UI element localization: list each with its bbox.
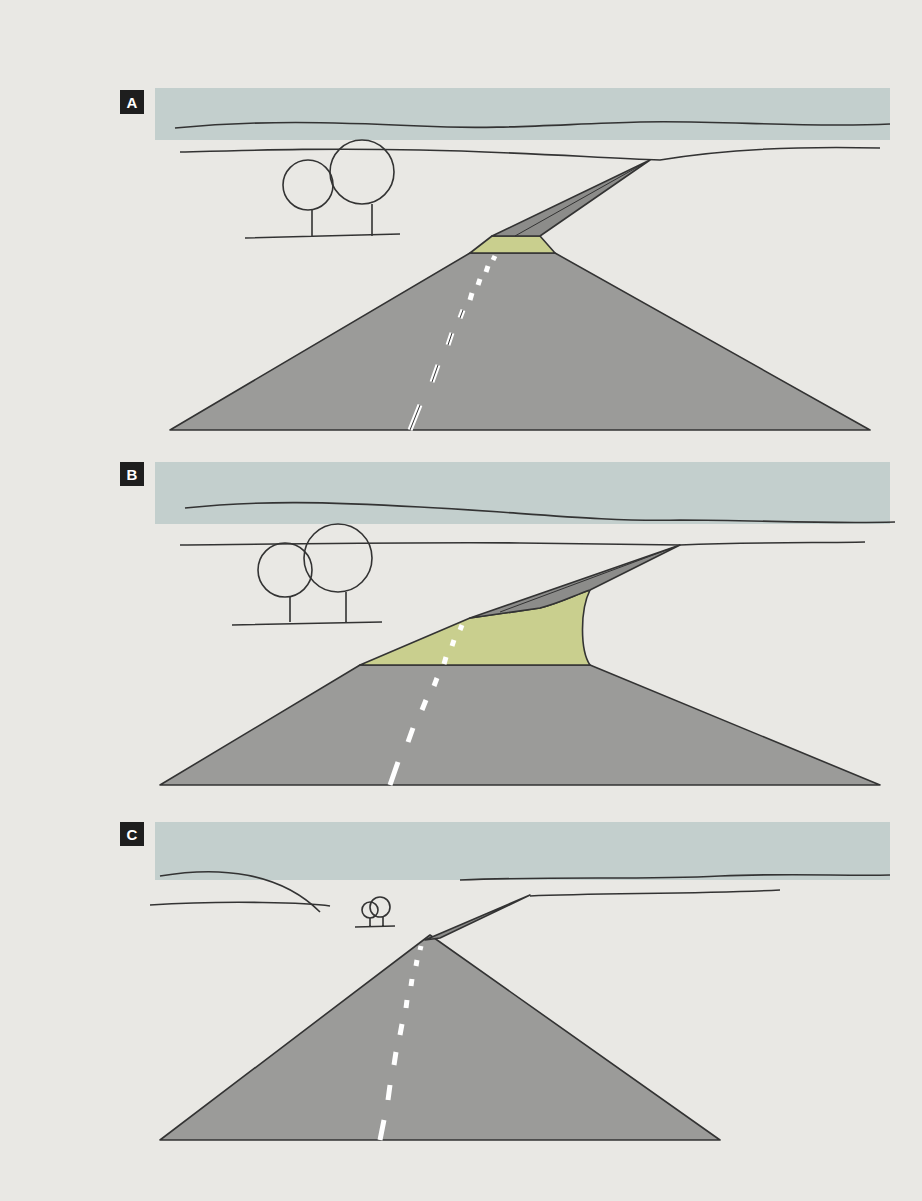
- panel-letter-box: C: [120, 822, 144, 846]
- panel-letter-box: A: [120, 90, 144, 114]
- panel-letter: A: [127, 95, 138, 110]
- panel-letter: B: [127, 467, 138, 482]
- panel-letter-box: B: [120, 462, 144, 486]
- panel-letter: C: [127, 827, 138, 842]
